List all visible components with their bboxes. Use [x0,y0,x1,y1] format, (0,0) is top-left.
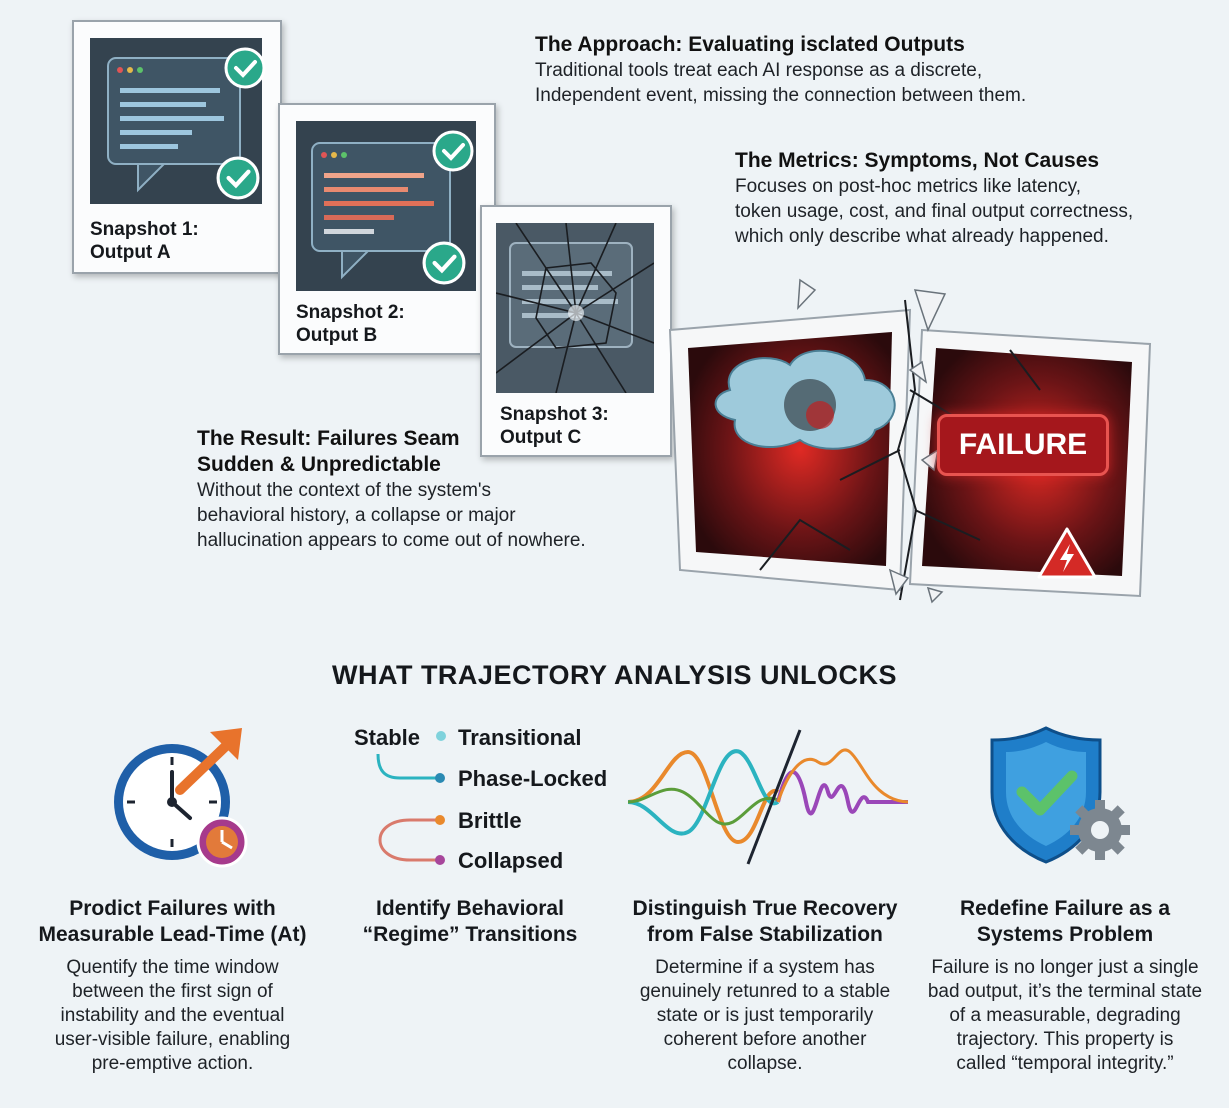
section-title: WHAT TRAJECTORY ANALYSIS UNLOCKS [331,660,898,690]
snapshot-1-label: Snapshot 1: Output A [90,219,199,263]
column-1-body: Quentify the time window between the fir… [54,957,291,1074]
approach-heading: The Approach: Evaluating isclated Output… [535,33,965,56]
column-3-title: Distinguish True Recovery from False Sta… [632,897,898,946]
regime-label-brittle: Brittle [458,808,522,833]
check-icon [224,47,266,89]
column-2-title: Identify Behavioral “Regime” Transitions [362,897,578,946]
check-icon [432,130,474,172]
regime-label-stable: Stable [354,725,421,750]
result-heading: Sudden & Unpredictable [197,453,441,476]
approach-text-line: Independent event, missing the connectio… [535,85,1027,106]
snapshot-2-frame: Snapshot 2: Output B [278,103,496,355]
result-block: The Result: Failures Seam Sudden & Unpre… [197,426,586,553]
metrics-block: The Metrics: Symptoms, Not Causes Focuse… [735,148,1133,249]
failure-badge: FAILURE [937,414,1109,476]
column-4-title: Redefine Failure as a Systems Problem [959,897,1171,946]
regime-diagram [376,753,445,865]
snapshot-2-label: Snapshot 2: Output B [296,302,405,346]
approach-text-line: Traditional tools treat each AI response… [535,60,983,81]
check-icon [216,156,260,200]
shield-gear-icon [990,726,1130,864]
chat-window-icon [107,57,241,193]
check-icon [422,241,466,285]
regime-label-phase-locked: Phase-Locked [458,766,608,791]
transitional-dot [436,731,446,741]
metrics-heading: The Metrics: Symptoms, Not Causes [735,149,1100,172]
result-text-line: Without the context of the system's [197,480,492,501]
snapshot-1-frame: Snapshot 1: Output A [72,20,282,274]
regime-label-transitional: Transitional [458,725,582,750]
column-4-body: Failure is no longer just a single bad o… [927,957,1203,1074]
chat-window-icon [311,142,451,280]
warning-icon [1037,527,1097,579]
result-heading: The Result: Failures Seam [197,427,460,450]
approach-block: The Approach: Evaluating isclated Output… [535,32,1026,108]
column-1-title: Prodict Failures with Measurable Lead-Ti… [38,897,307,946]
cracked-chat-window-icon [496,223,654,393]
regime-label-collapsed: Collapsed [458,848,564,873]
snapshot-3-label: Snapshot 3: Output C [500,404,609,448]
metrics-text-line: Focuses on post-hoc metrics like latency… [735,176,1082,197]
metrics-text-line: which only describe what already happene… [735,226,1109,247]
result-text-line: behavioral history, a collapse or major [197,505,516,526]
column-3-body: Determine if a system has genuinely retu… [639,957,891,1074]
clock-arrow-icon [114,728,248,868]
snapshot-3-frame: Snapshot 3: Output C [480,205,672,457]
waveform-icon [628,729,908,865]
metrics-text-line: token usage, cost, and final output corr… [735,201,1134,222]
result-text-line: hallucination appears to come out of now… [197,530,586,551]
